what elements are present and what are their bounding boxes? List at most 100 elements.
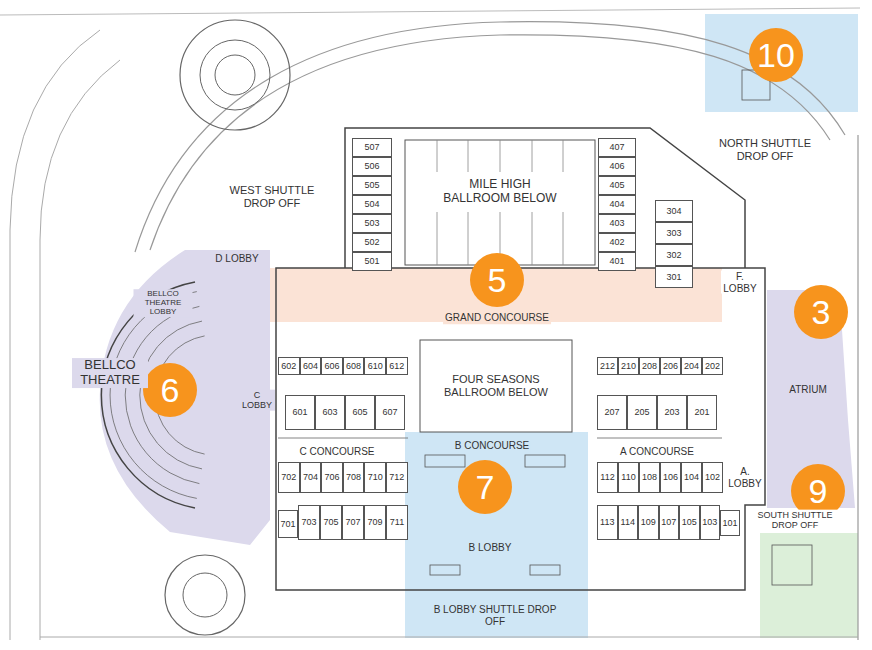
room-number: 101 [722, 519, 737, 528]
room-number: 110 [621, 473, 635, 482]
room-box: 709 [364, 505, 386, 540]
room-box: 106 [660, 462, 681, 493]
room-number: 507 [364, 143, 379, 152]
room-box: 304 [655, 200, 693, 222]
area-label: BELLCO THEATRE [72, 358, 148, 388]
room-box: 606 [321, 357, 343, 375]
room-number: 402 [609, 238, 624, 247]
callout-number: 5 [488, 263, 507, 297]
room-box: 712 [386, 462, 408, 493]
room-number: 502 [364, 238, 379, 247]
area-label: B LOBBY SHUTTLE DROP OFF [428, 604, 562, 627]
room-number: 112 [600, 473, 614, 482]
road-edge [40, 60, 120, 640]
room-number: 113 [600, 518, 614, 527]
room-box: 207 [597, 395, 627, 430]
room-number: 612 [389, 362, 404, 371]
room-number: 206 [663, 362, 678, 371]
room-number: 105 [682, 518, 697, 527]
callout-disc [470, 253, 524, 307]
area-label: C CONCOURSE [297, 446, 376, 458]
room-box: 107 [659, 505, 680, 540]
callout-number: 9 [809, 474, 828, 508]
room-number: 711 [390, 518, 404, 527]
room-box: 506 [352, 157, 392, 176]
room-number: 506 [364, 162, 379, 171]
room-box: 212 [597, 357, 618, 375]
room-number: 107 [661, 518, 676, 527]
room-number: 505 [364, 181, 379, 190]
room-box: 403 [598, 214, 636, 233]
ramp-structure [183, 573, 227, 617]
stair-symbol [430, 565, 460, 575]
room-box: 604 [300, 357, 322, 375]
area-label: F. LOBBY [721, 271, 759, 294]
room-number: 603 [322, 408, 337, 417]
room-box: 203 [657, 395, 687, 430]
room-box: 703 [298, 505, 320, 540]
theatre-seating [110, 292, 197, 499]
area-label: NORTH SHUTTLE DROP OFF [715, 137, 815, 162]
room-number: 303 [666, 229, 681, 238]
room-number: 702 [281, 473, 296, 482]
room-number: 102 [705, 473, 720, 482]
room-number: 203 [664, 408, 679, 417]
room-number: 706 [324, 473, 339, 482]
room-box: 205 [627, 395, 657, 430]
room-box: 204 [681, 357, 702, 375]
room-number: 604 [303, 362, 318, 371]
callout-disc [143, 363, 197, 417]
room-box: 504 [352, 195, 392, 214]
room-number: 401 [609, 257, 624, 266]
area-label: ATRIUM [787, 384, 829, 396]
room-number: 103 [702, 518, 717, 527]
room-number: 601 [292, 408, 307, 417]
theatre-seating [125, 306, 199, 483]
room-number: 210 [621, 362, 636, 371]
room-box: 612 [386, 357, 408, 375]
room-number: 405 [609, 181, 624, 190]
road-edge [150, 35, 830, 250]
room-box: 110 [618, 462, 639, 493]
room-box: 603 [315, 395, 345, 430]
area-label: SOUTH SHUTTLE DROP OFF [751, 510, 839, 531]
callout-circle: 10 [748, 27, 804, 83]
room-box: 502 [352, 233, 392, 252]
room-number: 607 [382, 408, 397, 417]
room-number: 304 [666, 207, 681, 216]
room-number: 710 [368, 473, 383, 482]
room-box: 406 [598, 157, 636, 176]
room-number: 407 [609, 143, 624, 152]
room-number: 109 [641, 518, 656, 527]
theatre-seating [140, 321, 202, 469]
room-box: 503 [352, 214, 392, 233]
room-number: 201 [694, 408, 709, 417]
room-box: 704 [300, 462, 322, 493]
room-number: 704 [303, 473, 318, 482]
callout-number: 6 [161, 373, 180, 407]
area-label: A CONCOURSE [618, 446, 696, 458]
room-number: 701 [280, 520, 295, 529]
room-box: 702 [278, 462, 300, 493]
room-number: 403 [609, 219, 624, 228]
area-label: C LOBBY [239, 390, 275, 411]
room-box: 605 [345, 395, 375, 430]
building-outline [276, 268, 765, 590]
callout-disc [794, 285, 848, 339]
room-number: 301 [666, 273, 681, 282]
room-number: 708 [346, 473, 361, 482]
stair-symbol [530, 565, 560, 575]
room-box: 708 [343, 462, 365, 493]
area-label: GRAND CONCOURSE [443, 312, 551, 324]
room-number: 208 [642, 362, 657, 371]
room-number: 302 [666, 251, 681, 260]
building-outline [345, 128, 745, 268]
callout-disc [749, 28, 803, 82]
room-box: 303 [655, 222, 693, 244]
room-box: 407 [598, 138, 636, 157]
room-number: 705 [323, 518, 338, 527]
stair-symbol [525, 455, 565, 467]
room-box: 401 [598, 252, 636, 271]
callout-circle: 7 [457, 459, 513, 515]
